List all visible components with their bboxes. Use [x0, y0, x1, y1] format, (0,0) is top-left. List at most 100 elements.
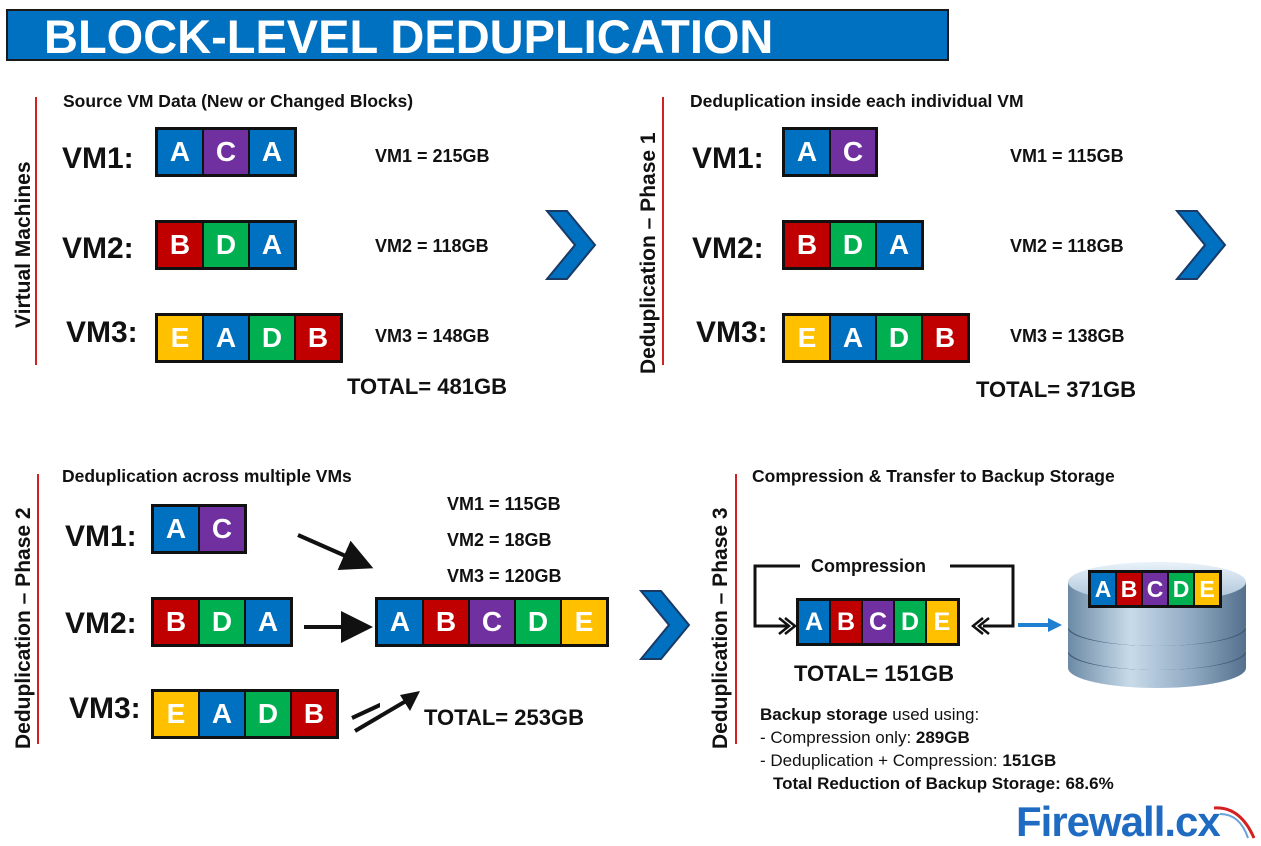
data-block: D: [200, 600, 244, 644]
data-block: A: [785, 130, 829, 174]
data-block: A: [204, 316, 248, 360]
vm-size: VM1 = 115GB: [447, 494, 561, 514]
vm-label: VM3:: [69, 692, 141, 725]
vm-label: VM2:: [62, 232, 134, 265]
vm-label: VM1:: [62, 142, 134, 175]
chevron-right-icon: [1175, 210, 1227, 280]
vm-size: VM3 = 148GB: [375, 326, 490, 346]
section-label-phase-1: Deduplication – Phase 1: [637, 132, 660, 374]
summary-line: Backup storage used using:: [760, 703, 1114, 726]
section-label-virtual-machines: Virtual Machines: [12, 161, 35, 328]
chevron-right-icon: [639, 590, 691, 660]
divider: [35, 97, 37, 365]
data-block: B: [785, 223, 829, 267]
data-block: D: [895, 601, 925, 643]
data-block: C: [204, 130, 248, 174]
data-block: E: [927, 601, 957, 643]
data-block: B: [158, 223, 202, 267]
vm-size: VM2 = 118GB: [375, 236, 489, 256]
data-block: D: [250, 316, 294, 360]
total-size: TOTAL= 481GB: [347, 374, 507, 399]
summary-line: - Deduplication + Compression: 151GB: [760, 749, 1114, 772]
total-size: TOTAL= 151GB: [794, 661, 954, 686]
arrow-icon: [297, 533, 380, 720]
data-block: E: [785, 316, 829, 360]
data-block: B: [424, 600, 468, 644]
divider: [37, 474, 39, 744]
data-block: E: [562, 600, 606, 644]
data-block: B: [923, 316, 967, 360]
summary-value: 289GB: [915, 728, 970, 747]
vm-label: VM2:: [65, 607, 137, 640]
data-block: B: [1117, 573, 1141, 605]
vm-size: VM2 = 18GB: [447, 530, 552, 550]
section-heading: Compression & Transfer to Backup Storage: [752, 466, 1115, 486]
vm-size: VM1 = 215GB: [375, 146, 490, 166]
vm-size: VM2 = 118GB: [1010, 236, 1124, 256]
backup-summary: Backup storage used using: - Compression…: [760, 703, 1114, 795]
summary-text: - Deduplication + Compression:: [760, 751, 1003, 770]
data-block: D: [877, 316, 921, 360]
data-block: C: [470, 600, 514, 644]
data-block: D: [1169, 573, 1193, 605]
data-block: D: [204, 223, 248, 267]
data-block: A: [250, 130, 294, 174]
summary-value: 151GB: [1002, 751, 1057, 770]
data-block: C: [863, 601, 893, 643]
total-size: TOTAL= 371GB: [976, 377, 1136, 402]
data-block: A: [799, 601, 829, 643]
transfer-arrow-icon: [1018, 618, 1062, 632]
summary-text: - Compression only:: [760, 728, 916, 747]
section-label-phase-3: Deduplication – Phase 3: [709, 507, 732, 749]
data-block: E: [1195, 573, 1219, 605]
summary-text: used using:: [887, 705, 980, 724]
summary-line: - Compression only: 289GB: [760, 726, 1114, 749]
vm-label: VM1:: [65, 520, 137, 553]
section-label-phase-2: Deduplication – Phase 2: [12, 507, 35, 749]
data-block: B: [296, 316, 340, 360]
data-block: A: [378, 600, 422, 644]
data-block: D: [831, 223, 875, 267]
data-block: C: [831, 130, 875, 174]
data-block: A: [200, 692, 244, 736]
chevron-right-icon: [545, 210, 597, 280]
vm-label: VM3:: [696, 316, 768, 349]
data-block: C: [200, 507, 244, 551]
data-block: D: [516, 600, 560, 644]
divider: [662, 97, 664, 365]
vm-size: VM1 = 115GB: [1010, 146, 1124, 166]
vm-label: VM2:: [692, 232, 764, 265]
arrow-icon: [353, 691, 420, 733]
section-heading: Source VM Data (New or Changed Blocks): [63, 91, 414, 111]
data-block: E: [154, 692, 198, 736]
logo: Firewall.cx: [1016, 798, 1221, 845]
total-size: TOTAL= 253GB: [424, 705, 584, 730]
vm-label: VM1:: [692, 142, 764, 175]
page-title: BLOCK-LEVEL DEDUPLICATION: [44, 10, 774, 63]
data-block: A: [877, 223, 921, 267]
section-heading: Deduplication inside each individual VM: [690, 91, 1024, 111]
data-block: B: [292, 692, 336, 736]
logo-swoosh-icon: [1213, 806, 1256, 839]
title-bar: BLOCK-LEVEL DEDUPLICATION: [6, 9, 949, 61]
vm-size: VM3 = 120GB: [447, 566, 562, 586]
compression-loop-icon: [753, 564, 1015, 635]
data-block: A: [246, 600, 290, 644]
data-block: A: [1091, 573, 1115, 605]
data-block: D: [246, 692, 290, 736]
data-block: A: [831, 316, 875, 360]
divider: [735, 474, 737, 744]
summary-bold: Backup storage: [760, 705, 888, 724]
